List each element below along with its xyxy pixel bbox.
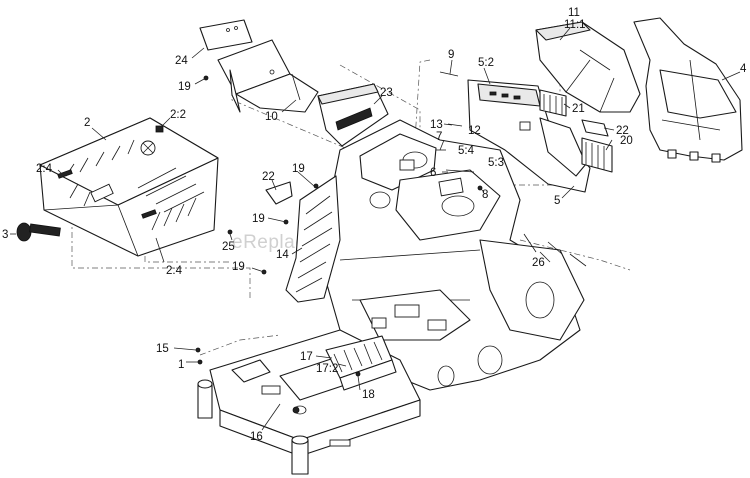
callout-5-4: 5:4 [458,145,475,157]
part-22-bracket [265,181,293,205]
part-26-pins [523,233,587,267]
callout-18: 18 [362,389,375,401]
part-24-plate [199,19,253,51]
callout-7: 7 [436,131,442,143]
part-23-decal-panel [317,83,389,147]
part-11-cover [535,21,641,113]
callout-12: 12 [468,125,481,137]
part-21-grille [539,89,567,117]
part-2-hood [39,117,219,257]
callout-11: 11 [568,7,580,19]
main-chassis [319,119,585,391]
callout-26: 26 [532,257,545,269]
part-22-pad [581,119,609,137]
part-5-panel [467,79,591,193]
callout-6: 6 [430,167,436,179]
callout-24: 24 [175,55,188,67]
callout-5-2: 5:2 [478,57,494,69]
callout-2: 2 [84,117,90,129]
callout-23: 23 [380,87,393,99]
callout-13: 13 [430,119,443,131]
part-3-emblem [16,222,61,242]
callout-5-3: 5:3 [488,157,504,169]
callout-14: 14 [276,249,289,261]
callout-19-d: 19 [232,261,245,273]
callout-15: 15 [156,343,169,355]
callout-2-4-bottom: 2:4 [166,265,183,277]
part-17-pedal-plate [325,335,397,391]
callout-1: 1 [178,359,184,371]
callout-25: 25 [222,241,235,253]
callout-labels: 24 19 10 23 9 5:2 11 11:1 4 2 2:2 2:4 2:… [2,7,747,443]
callout-2-2: 2:2 [170,109,186,121]
callout-19-c: 19 [252,213,265,225]
callout-19-b: 19 [292,163,305,175]
callout-4: 4 [740,63,747,75]
callout-16: 16 [250,431,263,443]
callout-17-2: 17:2 [316,363,338,375]
callout-11-1: 11:1 [564,19,586,31]
callout-19: 19 [178,81,191,93]
callout-10: 10 [265,111,278,123]
callout-21: 21 [572,103,585,115]
callout-22-right: 22 [616,125,629,137]
callout-22-left: 22 [262,171,275,183]
callout-8: 8 [482,189,488,201]
part-4-frame [633,17,743,163]
part-14-side-panel [285,175,341,303]
callout-17: 17 [300,351,313,363]
part-10-bracket [217,39,319,113]
part-20-grille [581,137,613,173]
callout-2-4-top: 2:4 [36,163,53,175]
callout-9: 9 [448,49,454,61]
callout-3: 3 [2,229,8,241]
callout-5: 5 [554,195,560,207]
leader-lines [10,27,741,431]
callout-20: 20 [620,135,633,147]
